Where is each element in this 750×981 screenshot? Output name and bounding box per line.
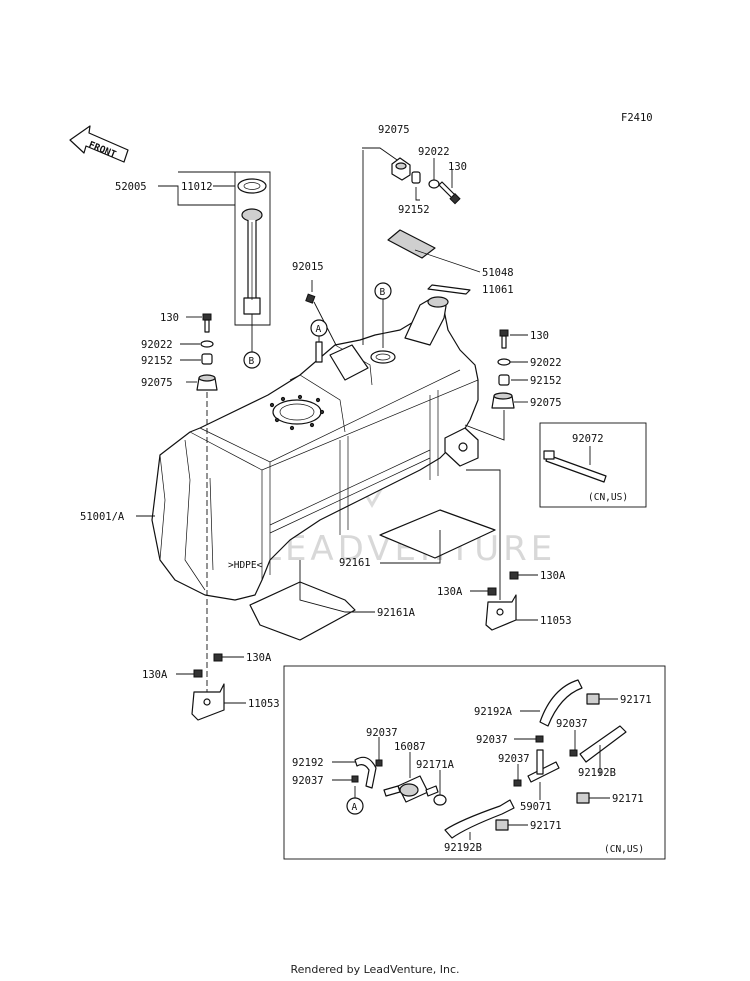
part-92022-left [200, 340, 214, 348]
part-92037-d [351, 775, 359, 783]
part-92152-right [498, 374, 510, 386]
label-92192B-right: 92192B [578, 767, 616, 779]
label-92171-b: 92171 [612, 793, 644, 805]
part-59071 [527, 749, 560, 783]
label-92015: 92015 [292, 261, 324, 273]
part-92171-a [586, 693, 600, 705]
callout-a-fuel-line [346, 797, 364, 815]
part-130A-l2 [213, 653, 223, 662]
label-92171-c: 92171 [530, 820, 562, 832]
svg-text:B: B [380, 287, 386, 298]
part-92072 [543, 450, 607, 483]
label-11053-right: 11053 [540, 615, 572, 627]
part-130A-r2 [509, 571, 519, 580]
label-92022-left: 92022 [141, 339, 173, 351]
part-16087 [383, 775, 439, 803]
part-92075-right [491, 392, 515, 409]
note-92072-region: (CN,US) [588, 492, 628, 503]
part-92037-b [535, 735, 544, 743]
label-92022-top: 92022 [418, 146, 450, 158]
label-92037-d: 92037 [292, 775, 324, 787]
part-92037-a [375, 759, 383, 767]
part-130A-r1 [487, 587, 497, 596]
part-130-left [202, 313, 212, 333]
part-92037-e [513, 779, 522, 787]
note-fuel-line-region: (CN,US) [604, 844, 644, 855]
label-92075-right: 92075 [530, 397, 562, 409]
label-16087: 16087 [394, 741, 426, 753]
front-arrow-icon: FRONT [69, 125, 129, 163]
svg-text:B: B [249, 356, 255, 367]
label-11061: 11061 [482, 284, 514, 296]
label-92075-top: 92075 [378, 124, 410, 136]
label-130-right: 130 [530, 330, 549, 342]
label-92192A: 92192A [474, 706, 513, 718]
part-130-right [499, 329, 509, 349]
part-92075-left [196, 374, 218, 391]
part-92037-c [569, 749, 578, 757]
label-92072: 92072 [572, 433, 604, 445]
part-51048 [387, 229, 436, 259]
part-92171-b [576, 792, 590, 804]
part-11053-left [191, 683, 225, 721]
label-11012: 11012 [181, 181, 213, 193]
fuel-line-box [283, 665, 666, 860]
label-130A-r2: 130A [540, 570, 566, 582]
fuel-tank: >HDPE< [151, 296, 479, 601]
label-130A-r1: 130A [437, 586, 463, 598]
figure-code: F2410 [621, 112, 653, 124]
part-92152-top [411, 171, 421, 184]
part-92171A [433, 794, 447, 806]
label-92171-a: 92171 [620, 694, 652, 706]
label-92022-right: 92022 [530, 357, 562, 369]
part-92192 [354, 756, 377, 789]
label-52005: 52005 [115, 181, 147, 193]
part-92192B-bottom [444, 799, 515, 839]
label-92171A: 92171A [416, 759, 455, 771]
part-92171-c [495, 819, 509, 831]
part-92075-top [391, 157, 411, 181]
part-11053-right [485, 594, 517, 631]
part-92015 [305, 293, 316, 304]
footer-credit: Rendered by LeadVenture, Inc. [290, 963, 460, 976]
part-92022-top [428, 179, 440, 189]
part-130-top [438, 181, 461, 205]
label-92152-right: 92152 [530, 375, 562, 387]
svg-text:A: A [352, 802, 358, 813]
part-92022-right [497, 358, 511, 366]
label-130A-l1: 130A [142, 669, 168, 681]
part-92072-box [539, 422, 647, 508]
part-92161 [379, 509, 496, 559]
svg-text:A: A [316, 324, 322, 335]
label-92192B-bottom: 92192B [444, 842, 482, 854]
part-92152-left [201, 353, 213, 365]
label-51048: 51048 [482, 267, 514, 279]
label-92037-a: 92037 [366, 727, 398, 739]
label-92161A: 92161A [377, 607, 416, 619]
label-130-top: 130 [448, 161, 467, 173]
part-11012 [237, 178, 267, 194]
part-11061 [427, 284, 471, 295]
label-92192: 92192 [292, 757, 324, 769]
callout-b-pump [243, 351, 261, 369]
part-92192A [539, 679, 583, 727]
svg-text:>HDPE<: >HDPE< [228, 560, 263, 571]
part-52005 [241, 208, 263, 315]
label-59071: 59071 [520, 801, 552, 813]
label-92037-e: 92037 [498, 753, 530, 765]
label-92037-b: 92037 [476, 734, 508, 746]
part-92161A [249, 581, 356, 641]
label-92161: 92161 [339, 557, 371, 569]
label-92037-c: 92037 [556, 718, 588, 730]
part-92192B-right [579, 725, 627, 763]
part-130A-l1 [193, 669, 203, 678]
label-92152-top: 92152 [398, 204, 430, 216]
label-92075-left: 92075 [141, 377, 173, 389]
label-51001A: 51001/A [80, 511, 125, 523]
label-130A-l2: 130A [246, 652, 272, 664]
label-130-left: 130 [160, 312, 179, 324]
label-92152-left: 92152 [141, 355, 173, 367]
label-11053-left: 11053 [248, 698, 280, 710]
